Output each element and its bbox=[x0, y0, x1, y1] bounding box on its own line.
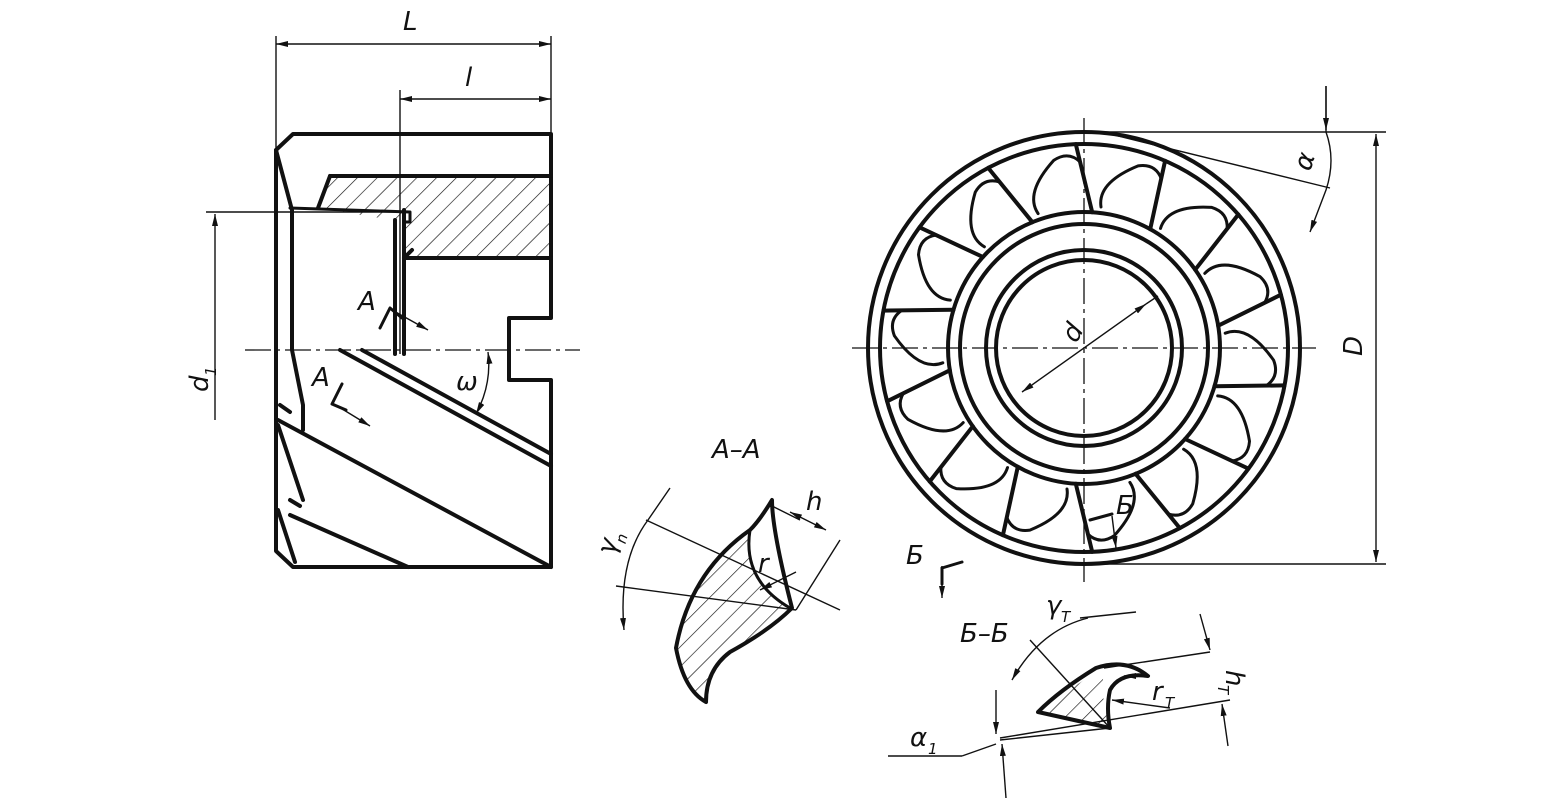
svg-text:1: 1 bbox=[202, 366, 220, 376]
label-d1: d 1 bbox=[185, 366, 220, 392]
tooth-relief bbox=[898, 391, 965, 433]
tooth-relief bbox=[969, 179, 1002, 249]
label-section-AA: A–A bbox=[710, 435, 761, 465]
tooth-face bbox=[1216, 292, 1283, 328]
section-a-a-labels: A–A h r γ n bbox=[592, 435, 823, 579]
svg-text:n: n bbox=[612, 532, 632, 546]
section-b-b-labels: Б–Б γ T r T h T α 1 bbox=[910, 591, 1249, 758]
label-h-T: h T bbox=[1214, 670, 1249, 696]
tooth-relief bbox=[1005, 487, 1069, 532]
tooth-relief bbox=[1159, 205, 1229, 231]
tooth-face bbox=[917, 225, 985, 259]
svg-text:T: T bbox=[1165, 694, 1176, 712]
label-r-T: r T bbox=[1152, 677, 1176, 712]
label-A-bottom: A bbox=[310, 363, 330, 393]
tooth-face bbox=[1148, 158, 1168, 232]
tooth-relief bbox=[1032, 154, 1082, 216]
tooth-face bbox=[1193, 212, 1241, 272]
svg-text:α: α bbox=[910, 723, 927, 753]
label-gamma-T: γ T bbox=[1046, 591, 1072, 626]
label-omega: ω bbox=[456, 367, 478, 397]
tooth-relief bbox=[1203, 263, 1270, 305]
label-r: r bbox=[758, 549, 771, 579]
tooth-face bbox=[1212, 383, 1287, 389]
label-B-marker: Б bbox=[906, 541, 924, 571]
label-L: L bbox=[403, 7, 418, 37]
tooth-relief bbox=[1166, 447, 1199, 517]
tooth-face bbox=[1133, 471, 1182, 531]
svg-text:1: 1 bbox=[928, 740, 938, 758]
label-A-top: A bbox=[356, 287, 376, 317]
tooth-face bbox=[1073, 481, 1095, 554]
tooth-face bbox=[927, 424, 975, 484]
label-B-marker2: Б bbox=[1116, 491, 1134, 521]
tooth-relief bbox=[939, 465, 1009, 491]
tooth-face bbox=[1000, 464, 1020, 538]
svg-text:γ: γ bbox=[1046, 591, 1063, 621]
tooth-relief bbox=[1099, 164, 1163, 209]
cutter-teeth bbox=[881, 142, 1287, 554]
tooth-face bbox=[885, 368, 952, 404]
side-view-labels: L l d 1 ω A A bbox=[185, 7, 478, 397]
tooth-relief bbox=[1223, 329, 1277, 388]
tooth-relief bbox=[1216, 394, 1251, 463]
tooth-relief bbox=[917, 233, 952, 302]
section-b-b bbox=[888, 611, 1231, 799]
label-d: d bbox=[1056, 318, 1090, 348]
label-D: D bbox=[1339, 336, 1369, 356]
svg-text:T: T bbox=[1214, 685, 1232, 696]
side-view bbox=[206, 36, 580, 569]
label-alpha: α bbox=[1288, 149, 1322, 175]
tooth-face bbox=[881, 307, 956, 313]
label-gamma-n: γ n bbox=[592, 532, 632, 558]
svg-text:T: T bbox=[1061, 608, 1072, 626]
end-view bbox=[852, 86, 1386, 598]
tooth-face bbox=[1183, 437, 1251, 471]
label-h: h bbox=[806, 487, 822, 517]
tooth-relief bbox=[891, 308, 945, 367]
label-section-BB: Б–Б bbox=[960, 619, 1009, 649]
svg-text:d: d bbox=[185, 375, 215, 392]
label-alpha-1: α 1 bbox=[910, 723, 938, 758]
label-l: l bbox=[465, 63, 473, 93]
svg-text:r: r bbox=[1152, 677, 1165, 707]
svg-text:h: h bbox=[1219, 670, 1249, 686]
section-a-a bbox=[615, 487, 841, 704]
tooth-face bbox=[986, 165, 1035, 225]
